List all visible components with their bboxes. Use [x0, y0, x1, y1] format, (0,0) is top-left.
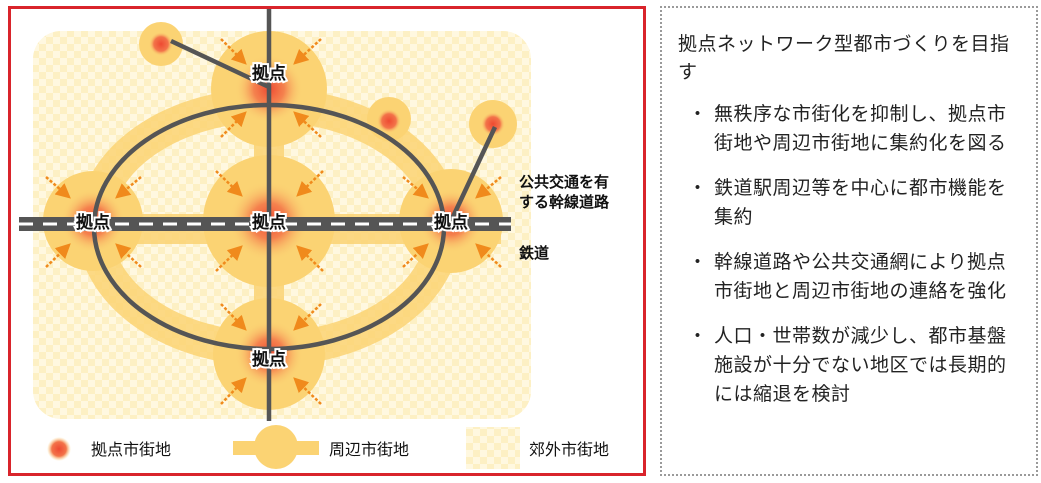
bullet-item: ・ 人口・世帯数が減少し、都市基盤施設が十分でない地区では長期的には縮退を検討 — [676, 322, 1022, 409]
core-glow-sat3 — [481, 112, 505, 136]
legend-surrounding-label: 周辺市街地 — [329, 440, 409, 459]
legend-surrounding-swatch — [254, 425, 298, 469]
legend-core-swatch — [47, 437, 71, 461]
road-label-line2: する幹線道路 — [519, 193, 610, 211]
panel-title: 拠点ネットワーク型都市づくりを目指す — [678, 33, 1010, 83]
urban-structure-diagram: 拠点 拠点 拠点 拠点 拠点 公共交通を有 する幹線道路 鉄道 拠点市街地 周辺… — [19, 9, 610, 469]
core-glow-sat2 — [377, 109, 401, 133]
bullet-item: ・ 無秩序な市街化を抑制し、拠点市街地や周辺市街地に集約化を図る — [676, 100, 1022, 158]
legend-core-label: 拠点市街地 — [91, 440, 171, 459]
bullet-dot: ・ — [688, 103, 708, 125]
bullet-text: 無秩序な市街化を抑制し、拠点市街地や周辺市街地に集約化を図る — [714, 103, 1007, 154]
bullet-dot: ・ — [688, 251, 708, 273]
node-label-right: 拠点 — [434, 212, 468, 233]
bullet-text: 人口・世帯数が減少し、都市基盤施設が十分でない地区では長期的には縮退を検討 — [714, 325, 1007, 405]
text-panel: 拠点ネットワーク型都市づくりを目指す ・ 無秩序な市街化を抑制し、拠点市街地や周… — [660, 6, 1038, 476]
diagram-frame: 拠点 拠点 拠点 拠点 拠点 公共交通を有 する幹線道路 鉄道 拠点市街地 周辺… — [8, 6, 646, 476]
railway-line — [19, 217, 511, 231]
bullet-text: 鉄道駅周辺等を中心に都市機能を集約 — [714, 177, 1007, 228]
core-glow-sat1 — [149, 32, 173, 56]
bullet-list: ・ 無秩序な市街化を抑制し、拠点市街地や周辺市街地に集約化を図る ・ 鉄道駅周辺… — [676, 100, 1022, 409]
node-label-top: 拠点 — [252, 63, 286, 84]
bullet-item: ・ 鉄道駅周辺等を中心に都市機能を集約 — [676, 174, 1022, 232]
rail-label: 鉄道 — [519, 244, 549, 262]
legend-suburban-label: 郊外市街地 — [529, 440, 609, 459]
node-label-bottom: 拠点 — [252, 349, 286, 370]
node-label-left: 拠点 — [76, 212, 110, 233]
bullet-dot: ・ — [688, 177, 708, 199]
road-label-line1: 公共交通を有 — [519, 173, 609, 191]
legend-suburban-swatch — [466, 427, 520, 469]
concentration-arrows — [45, 38, 502, 405]
legend: 拠点市街地 周辺市街地 郊外市街地 — [47, 425, 609, 469]
bullet-text: 幹線道路や公共交通網により拠点市街地と周辺市街地の連絡を強化 — [714, 251, 1007, 302]
bullet-dot: ・ — [688, 325, 708, 347]
node-label-center: 拠点 — [252, 212, 286, 233]
bullet-item: ・ 幹線道路や公共交通網により拠点市街地と周辺市街地の連絡を強化 — [676, 248, 1022, 306]
